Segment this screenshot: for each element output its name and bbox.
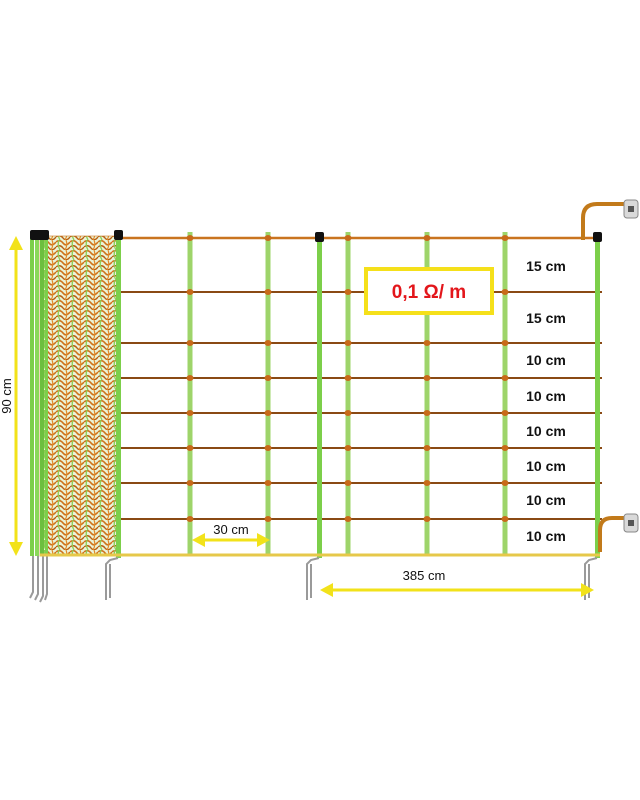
post-spacing-dimension: 385 cm: [320, 568, 594, 597]
wire-spacing-label: 10 cm: [526, 352, 566, 368]
vertical-stay: [502, 232, 508, 555]
wire-knot: [344, 480, 352, 486]
wire-knot: [186, 375, 194, 381]
wire-knot: [501, 516, 509, 522]
wire-knot: [344, 375, 352, 381]
vertical-stay: [424, 232, 430, 555]
resistance-callout: 0,1 Ω/ m: [364, 267, 494, 315]
wire-knot: [501, 289, 509, 295]
wire-knot: [186, 289, 194, 295]
ground-spike-icon: [29, 556, 48, 603]
wire-spacing-label: 10 cm: [526, 388, 566, 404]
fence-post-icon: [306, 232, 324, 600]
wire-knot: [423, 410, 431, 416]
wire-spacing-label: 10 cm: [526, 492, 566, 508]
wire-knot: [264, 516, 272, 522]
left-post-bundle: [29, 230, 49, 603]
wire-knot: [423, 516, 431, 522]
wire-knot: [264, 445, 272, 451]
wire-knot: [423, 480, 431, 486]
rolled-net-icon: [39, 235, 119, 557]
wire-knot: [186, 235, 194, 241]
wire-spacing-label: 10 cm: [526, 528, 566, 544]
vertical-stay: [265, 232, 271, 555]
wire-knot: [501, 235, 509, 241]
wire-knot: [264, 410, 272, 416]
wire-knot: [186, 445, 194, 451]
resistance-label: 0,1 Ω/ m: [392, 282, 466, 303]
vertical-stay: [345, 232, 351, 555]
wire-knot: [501, 410, 509, 416]
wire-knot: [501, 480, 509, 486]
wire-knot: [501, 375, 509, 381]
wire-knot: [344, 235, 352, 241]
wire-knot: [186, 480, 194, 486]
wire-knot: [344, 340, 352, 346]
wire-knot: [501, 445, 509, 451]
fence-post-icon: [105, 230, 123, 600]
insulator-hook-icon: [598, 513, 639, 552]
insulator-hook-icon: [581, 199, 639, 240]
wire-knot: [344, 410, 352, 416]
height-dimension: 90 cm: [0, 236, 23, 556]
wire-knot: [264, 480, 272, 486]
wire-knot: [186, 410, 194, 416]
wire-knots: [186, 235, 509, 522]
wire-knot: [423, 235, 431, 241]
wire-knot: [344, 289, 352, 295]
wire-knot: [264, 235, 272, 241]
wire-knot: [344, 516, 352, 522]
horizontal-wires: [118, 236, 602, 520]
wire-knot: [186, 516, 194, 522]
wire-knot: [264, 375, 272, 381]
wire-spacing-labels: 15 cm 15 cm 10 cm 10 cm 10 cm 10 cm 10 c…: [512, 256, 580, 548]
wire-knot: [344, 445, 352, 451]
wire-spacing-label: 15 cm: [526, 258, 566, 274]
wire-knot: [264, 289, 272, 295]
wire-spacing-label: 10 cm: [526, 458, 566, 474]
wire-knot: [264, 340, 272, 346]
wire-spacing-label: 10 cm: [526, 423, 566, 439]
wire-spacing-label: 15 cm: [526, 310, 566, 326]
wire-knot: [423, 375, 431, 381]
height-label: 90 cm: [0, 378, 14, 413]
post-spacing-label: 385 cm: [403, 568, 446, 583]
vertical-stay: [187, 232, 193, 555]
wire-knot: [186, 340, 194, 346]
wire-knot: [423, 445, 431, 451]
stay-spacing-label: 30 cm: [213, 522, 248, 537]
wire-knot: [423, 340, 431, 346]
stay-spacing-dimension: 30 cm: [192, 522, 270, 547]
vertical-stays: [187, 232, 508, 555]
wire-knot: [501, 340, 509, 346]
